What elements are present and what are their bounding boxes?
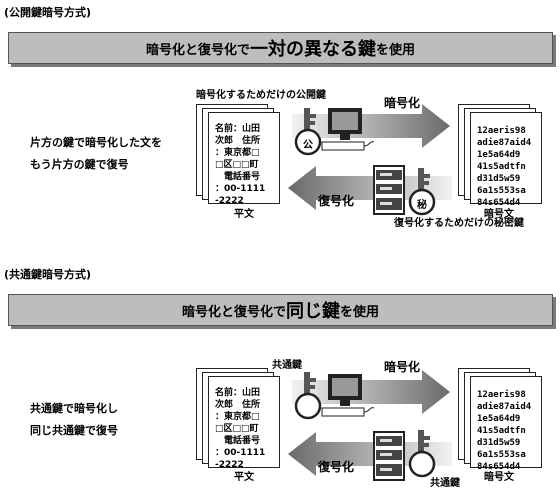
encrypt-label-public: 暗号化 xyxy=(384,96,421,110)
banner-common-emphasis: 同じ鍵 xyxy=(286,301,340,322)
cipher-line: d31d5w59 xyxy=(477,174,521,184)
common-description-line1: 共通鍵で暗号化し xyxy=(30,402,118,415)
decrypt-label-public: 復号化 xyxy=(318,194,355,208)
public-key-label: 暗号化するためだけの公開鍵 xyxy=(196,90,326,101)
plaintext-caption-public: 平文 xyxy=(234,209,254,220)
computer-icon-public xyxy=(321,108,375,151)
cipher-line: adie87aid4 xyxy=(477,402,532,412)
banner-common-post: を使用 xyxy=(340,304,380,320)
common-description: 共通鍵で暗号化し 同じ共通鍵で復号 xyxy=(30,398,118,442)
encrypt-label-common: 暗号化 xyxy=(384,360,421,374)
section-title-public: (公開鍵暗号方式) xyxy=(4,6,92,19)
banner-common-pre: 暗号化と復号化で xyxy=(181,304,286,320)
private-key-icon xyxy=(408,168,436,216)
public-description-line1: 片方の鍵で暗号化した文を xyxy=(30,136,162,149)
ciphertext-caption-common: 暗号文 xyxy=(484,472,514,483)
ciphertext-caption-public: 暗号文 xyxy=(484,209,514,220)
banner-public-post: を使用 xyxy=(376,42,416,58)
cipher-line: 84s654d4 xyxy=(477,198,521,208)
plaintext-document-common: 名前：山田 次郎 住所 ：東京都□ □区□□町 電話番号 ：00-1111 -2… xyxy=(208,376,280,471)
cipher-line: 1e5a64d9 xyxy=(477,414,521,424)
private-key-char: 秘 xyxy=(417,200,427,211)
private-key-label: 復号化するためだけの秘密鍵 xyxy=(394,218,524,229)
server-icon-public xyxy=(373,165,405,215)
plaintext-line: 電話番号 xyxy=(215,436,261,446)
cipher-line: 41s5adtfn xyxy=(477,162,526,172)
plaintext-line: ：00-1111 xyxy=(215,184,266,194)
cipher-line: d31d5w59 xyxy=(477,438,521,448)
plaintext-lines-common: 名前：山田 次郎 住所 ：東京都□ □区□□町 電話番号 ：00-1111 -2… xyxy=(215,387,279,471)
common-description-line2: 同じ共通鍵で復号 xyxy=(30,424,118,437)
plaintext-line: 名前：山田 xyxy=(215,388,261,398)
plaintext-line: -2222 xyxy=(215,460,244,470)
plaintext-document-public: 名前：山田 次郎 住所 ：東京都□ □区□□町 電話番号 ：00-1111 -2… xyxy=(208,112,280,207)
server-icon-common xyxy=(373,431,405,481)
plaintext-line: ：00-1111 xyxy=(215,448,266,458)
banner-public: 暗号化と復号化で 一対の異なる鍵 を使用 xyxy=(8,32,553,64)
banner-public-pre: 暗号化と復号化で xyxy=(145,42,250,58)
cipher-line: 84s654d4 xyxy=(477,462,521,472)
section-title-common: (共通鍵暗号方式) xyxy=(4,268,92,281)
plaintext-caption-common: 平文 xyxy=(234,472,254,483)
cipher-line: 12aeris98 xyxy=(477,126,526,136)
cipher-line: 41s5adtfn xyxy=(477,426,526,436)
computer-icon-common xyxy=(321,374,375,417)
plaintext-line: ：東京都□ xyxy=(215,148,260,158)
cipher-line: adie87aid4 xyxy=(477,138,532,148)
cipher-lines-common: 12aeris98 adie87aid4 1e5a64d9 41s5adtfn … xyxy=(477,389,541,473)
decrypt-label-common: 復号化 xyxy=(318,460,355,474)
common-key-label-decrypt: 共通鍵 xyxy=(430,478,460,489)
plaintext-lines-public: 名前：山田 次郎 住所 ：東京都□ □区□□町 電話番号 ：00-1111 -2… xyxy=(215,123,279,207)
plaintext-line: □区□□町 xyxy=(215,424,259,434)
banner-public-emphasis: 一対の異なる鍵 xyxy=(250,39,376,60)
cipher-lines-public: 12aeris98 adie87aid4 1e5a64d9 41s5adtfn … xyxy=(477,125,541,209)
common-key-icon-decrypt xyxy=(408,430,436,478)
plaintext-line: 名前：山田 xyxy=(215,124,261,134)
banner-common: 暗号化と復号化で 同じ鍵 を使用 xyxy=(8,294,553,326)
cipher-line: 6a1s553sa xyxy=(477,186,526,196)
cipher-line: 6a1s553sa xyxy=(477,450,526,460)
plaintext-line: -2222 xyxy=(215,196,244,206)
cipher-line: 12aeris98 xyxy=(477,390,526,400)
plaintext-line: 電話番号 xyxy=(215,172,261,182)
public-description-line2: もう片方の鍵で復号 xyxy=(30,158,129,171)
plaintext-line: 次郎 住所 xyxy=(215,136,261,146)
common-key-label-encrypt: 共通鍵 xyxy=(272,360,302,371)
public-description: 片方の鍵で暗号化した文を もう片方の鍵で復号 xyxy=(30,132,162,176)
cipher-line: 1e5a64d9 xyxy=(477,150,521,160)
public-key-icon xyxy=(294,108,322,156)
plaintext-line: ：東京都□ xyxy=(215,412,260,422)
ciphertext-document-public: 12aeris98 adie87aid4 1e5a64d9 41s5adtfn … xyxy=(470,112,542,208)
public-key-char: 公 xyxy=(303,140,313,151)
common-key-icon-encrypt xyxy=(294,372,322,420)
ciphertext-document-common: 12aeris98 adie87aid4 1e5a64d9 41s5adtfn … xyxy=(470,376,542,472)
plaintext-line: □区□□町 xyxy=(215,160,259,170)
plaintext-line: 次郎 住所 xyxy=(215,400,261,410)
